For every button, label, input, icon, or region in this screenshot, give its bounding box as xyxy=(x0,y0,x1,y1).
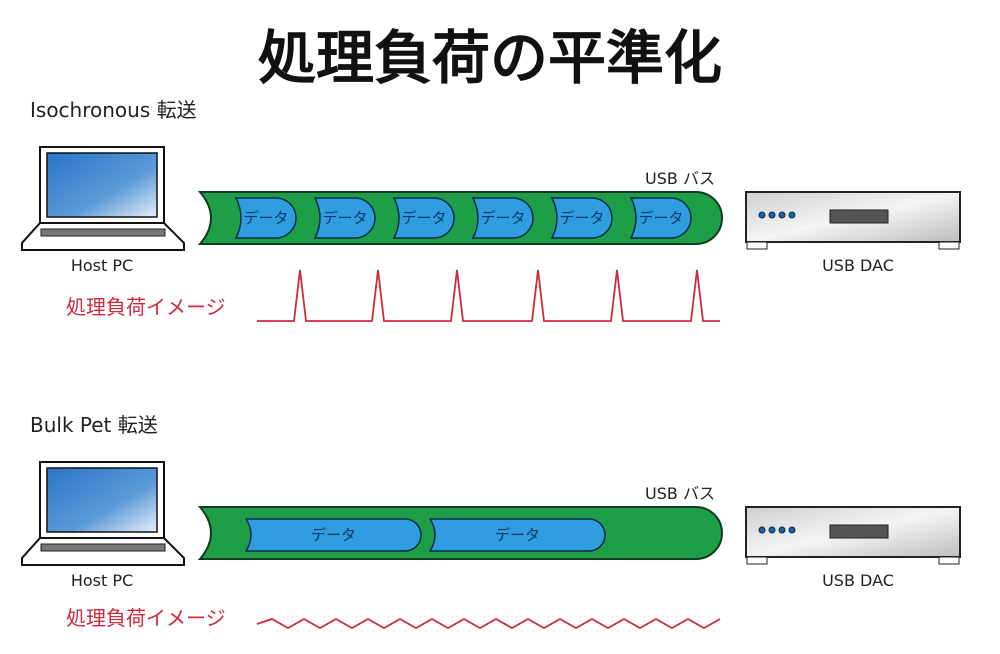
dac-led xyxy=(758,211,766,219)
data-packet-shape xyxy=(392,197,455,239)
data-packet: データ xyxy=(428,518,606,552)
dac-led xyxy=(768,526,776,534)
usb-dac-label: USB DAC xyxy=(822,256,894,275)
load-waveform xyxy=(257,269,720,322)
laptop-screen xyxy=(46,467,158,533)
data-packet-shape xyxy=(313,197,376,239)
data-packet: データ xyxy=(234,197,297,239)
dac-display xyxy=(829,209,889,224)
usb-bus-label: USB バス xyxy=(645,169,715,188)
dac-foot xyxy=(746,241,768,250)
dac-foot xyxy=(746,556,768,565)
section-label: Isochronous 転送 xyxy=(30,98,197,122)
data-packet-label: データ xyxy=(559,209,604,227)
load-label: 処理負荷イメージ xyxy=(66,606,226,630)
laptop-icon xyxy=(21,146,185,251)
section-label: Bulk Pet 転送 xyxy=(30,413,158,437)
data-packet-shape xyxy=(234,197,297,239)
usb-dac-icon xyxy=(745,506,961,565)
usb-bus-label: USB バス xyxy=(645,484,715,503)
dac-led xyxy=(758,526,766,534)
data-packet-shape xyxy=(550,197,613,239)
data-packet: データ xyxy=(392,197,455,239)
host-pc-label: Host PC xyxy=(71,571,133,590)
dac-led xyxy=(768,211,776,219)
data-packet: データ xyxy=(244,518,422,552)
data-packet: データ xyxy=(313,197,376,239)
dac-led xyxy=(778,526,786,534)
host-pc-label: Host PC xyxy=(71,256,133,275)
usb-dac-icon xyxy=(745,191,961,250)
data-packet-label: データ xyxy=(243,209,288,227)
dac-display xyxy=(829,524,889,539)
data-packet-label: データ xyxy=(322,209,367,227)
data-packet-label: データ xyxy=(311,526,356,544)
data-packet: データ xyxy=(471,197,534,239)
data-packet: データ xyxy=(550,197,613,239)
laptop-screen xyxy=(46,152,158,218)
dac-foot xyxy=(938,556,960,565)
laptop-keyboard xyxy=(40,228,166,237)
load-label: 処理負荷イメージ xyxy=(66,295,226,319)
data-packet-shape xyxy=(471,197,534,239)
data-packet: データ xyxy=(629,197,692,239)
dac-led xyxy=(778,211,786,219)
data-packet-shape xyxy=(244,518,422,552)
dac-foot xyxy=(938,241,960,250)
data-packet-label: データ xyxy=(401,209,446,227)
dac-led xyxy=(788,211,796,219)
data-packet-label: データ xyxy=(480,209,525,227)
data-packet-label: データ xyxy=(495,526,540,544)
load-waveform xyxy=(256,617,721,630)
laptop-icon xyxy=(21,461,185,566)
usb-dac-label: USB DAC xyxy=(822,571,894,590)
laptop-keyboard xyxy=(40,543,166,552)
data-packet-shape xyxy=(428,518,606,552)
data-packet-shape xyxy=(629,197,692,239)
page-title: 処理負荷の平準化 xyxy=(258,24,722,92)
data-packet-label: データ xyxy=(638,209,683,227)
dac-led xyxy=(788,526,796,534)
